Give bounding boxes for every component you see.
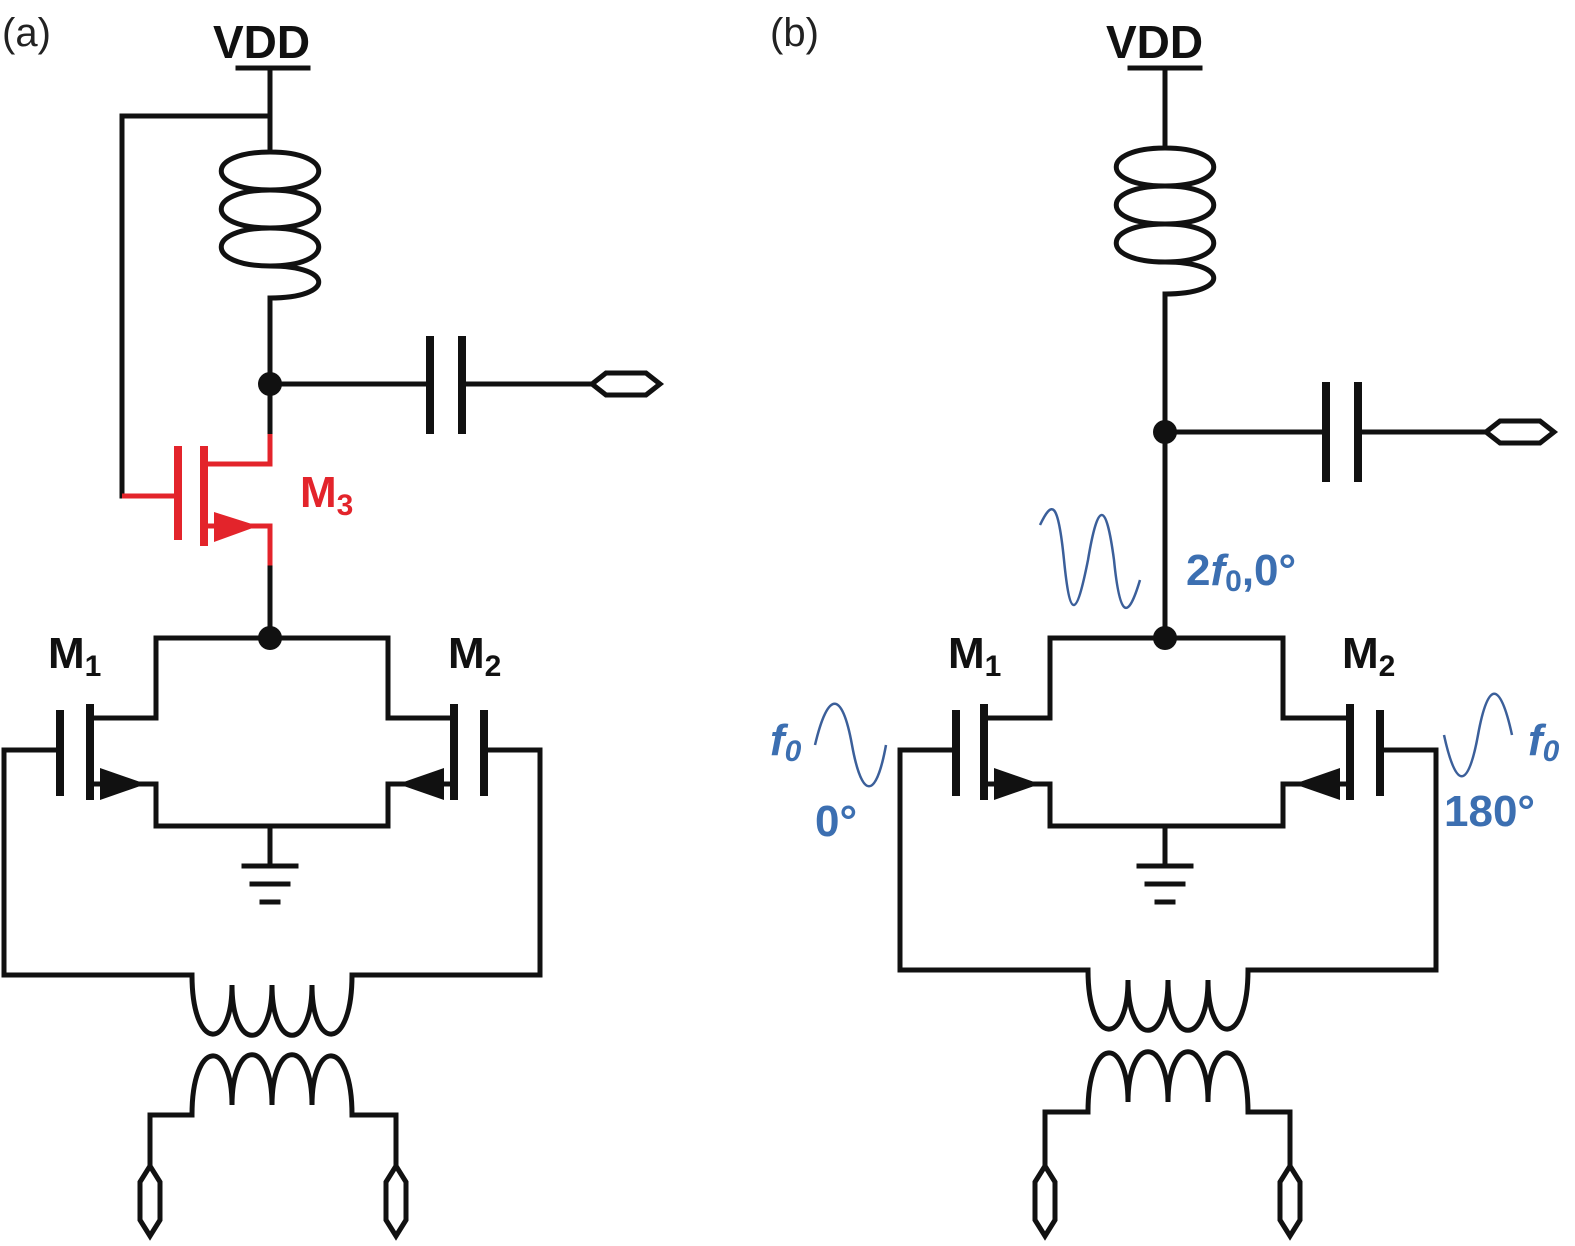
panel-a-m2-source-arrow: [398, 768, 444, 800]
panel-a-gate-wires: [1, 747, 543, 978]
panel-a-m1-label: M1: [48, 629, 101, 683]
panel-b-left-input-waveform-icon: [813, 702, 888, 788]
panel-a-vdd-rail: [119, 65, 311, 499]
panel-b-left-input-freq-label: f0: [770, 716, 802, 768]
panel-b-output-node: [1153, 291, 1327, 641]
panel-a-m3-label: M3: [300, 468, 353, 522]
panel-a-input-terminal-right: [383, 1161, 409, 1241]
panel-b-vdd-label: VDD: [1106, 16, 1203, 68]
panel-a-ground-symbol: [241, 823, 299, 905]
panel-b-output-terminal: [1481, 418, 1559, 446]
panel-b-input-terminal-left: [1032, 1161, 1058, 1241]
panel-b-right-input-phase-label: 180°: [1444, 787, 1535, 836]
panel-a-m1-source-arrow: [100, 768, 146, 800]
panel-b: (b) VDD 2f0,0°: [770, 11, 1560, 1241]
panel-b-input-terminal-right: [1277, 1161, 1303, 1241]
panel-b-ground-symbol: [1136, 823, 1194, 905]
panel-a-output-capacitor: [426, 336, 595, 434]
panel-a-balun-transformer: [147, 972, 399, 1169]
panel-a-inductor: [219, 149, 321, 301]
panel-b-left-input-phase-label: 0°: [815, 797, 857, 846]
panel-b-inductor: [1114, 145, 1216, 297]
panel-b-right-input-freq-label: f0: [1528, 716, 1560, 768]
panel-a-diff-pair: [56, 565, 488, 829]
panel-b-gate-wires: [897, 747, 1439, 973]
panel-b-m2-source-arrow: [1294, 768, 1340, 800]
panel-b-label: (b): [770, 11, 819, 55]
panel-a: (a) VDD M3: [1, 11, 665, 1241]
panel-a-m2-label: M2: [448, 629, 501, 683]
panel-b-output-capacitor: [1322, 382, 1489, 482]
panel-a-m3-transistor: [122, 434, 273, 568]
panel-b-vdd-rail: [1127, 65, 1203, 151]
panel-b-m1-label: M1: [948, 629, 1001, 683]
panel-b-output-waveform-icon: [1038, 507, 1142, 610]
panel-b-diff-pair: [952, 626, 1384, 829]
panel-a-output-terminal: [587, 370, 665, 398]
panel-b-m1-source-arrow: [994, 768, 1040, 800]
panel-a-output-node: [258, 295, 431, 437]
panel-a-label: (a): [2, 11, 51, 55]
panel-b-output-frequency-label: 2f0,0°: [1186, 546, 1296, 598]
panel-b-right-input-waveform-icon: [1442, 692, 1514, 778]
panel-a-vdd-label: VDD: [213, 16, 310, 68]
panel-b-m2-label: M2: [1342, 629, 1395, 683]
panel-a-input-terminal-left: [137, 1161, 163, 1241]
panel-b-balun-transformer: [1042, 967, 1293, 1169]
